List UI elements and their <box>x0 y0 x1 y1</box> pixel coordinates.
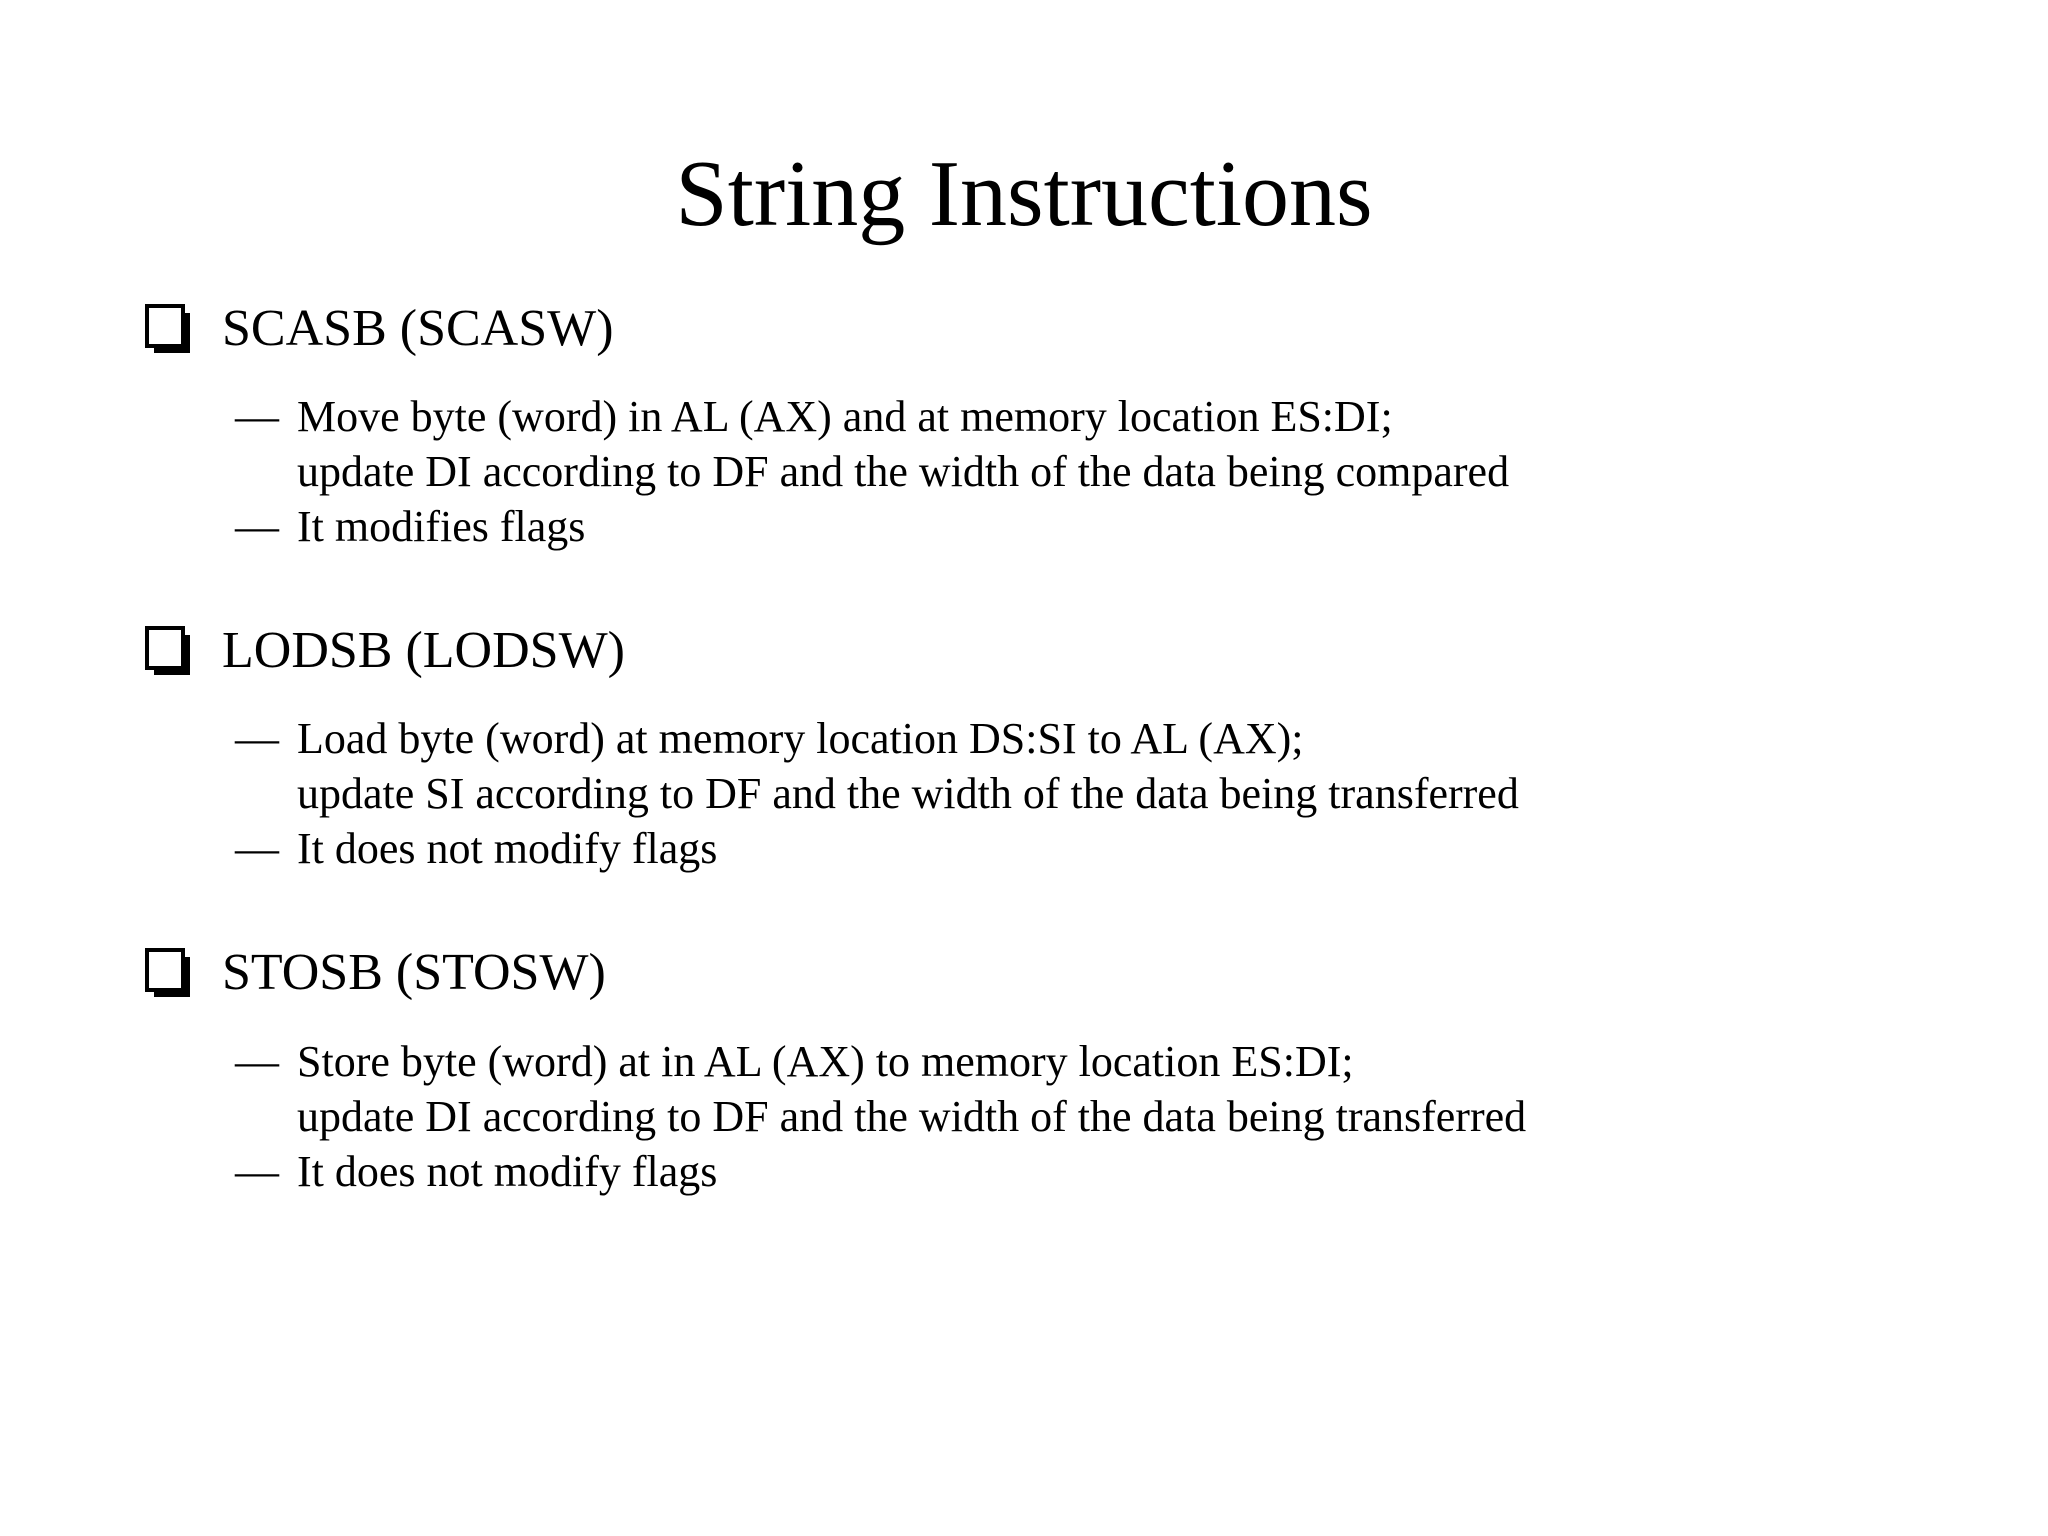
dash-bullet-icon: — <box>235 714 279 764</box>
section-lodsb: LODSB (LODSW) — Load byte (word) at memo… <box>145 622 1965 876</box>
text-line: update SI according to DF and the width … <box>297 769 1519 819</box>
section-scasb: SCASB (SCASW) — Move byte (word) in AL (… <box>145 300 1965 554</box>
text-line: update DI according to DF and the width … <box>297 1091 1527 1141</box>
dash-bullet-icon: — <box>235 1146 279 1196</box>
sub-bullet-list: — Load byte (word) at memory location DS… <box>235 711 1965 876</box>
sub-bullet: — Move byte (word) in AL (AX) and at mem… <box>235 389 1965 499</box>
sub-bullet: — It modifies flags <box>235 499 1965 554</box>
text-line: It does not modify flags <box>297 824 718 874</box>
sub-bullet-text: It does not modify flags <box>297 1144 1965 1199</box>
dash-bullet-icon: — <box>235 824 279 874</box>
sub-bullet: — It does not modify flags <box>235 1144 1965 1199</box>
text-line: It modifies flags <box>297 502 586 552</box>
sub-bullet: — Store byte (word) at in AL (AX) to mem… <box>235 1034 1965 1144</box>
dash-bullet-icon: — <box>235 502 279 552</box>
section-heading: STOSB (STOSW) <box>222 944 606 1002</box>
section-heading: LODSB (LODSW) <box>222 622 625 680</box>
sub-bullet-text: It does not modify flags <box>297 821 1965 876</box>
sub-bullet-list: — Store byte (word) at in AL (AX) to mem… <box>235 1034 1965 1199</box>
section-heading-row: STOSB (STOSW) <box>145 944 1965 1001</box>
text-line: Load byte (word) at memory location DS:S… <box>297 714 1304 764</box>
section-heading-row: SCASB (SCASW) <box>145 300 1965 357</box>
sub-bullet: — Load byte (word) at memory location DS… <box>235 711 1965 821</box>
sub-bullet-text: Store byte (word) at in AL (AX) to memor… <box>297 1034 1965 1144</box>
dash-bullet-icon: — <box>235 1036 279 1086</box>
shadowed-square-bullet-icon <box>145 947 185 992</box>
text-line: Move byte (word) in AL (AX) and at memor… <box>297 392 1393 442</box>
sub-bullet: — It does not modify flags <box>235 821 1965 876</box>
sub-bullet-text: It modifies flags <box>297 499 1965 554</box>
slide-title: String Instructions <box>675 142 1373 246</box>
shadowed-square-bullet-icon <box>145 303 185 348</box>
section-heading: SCASB (SCASW) <box>222 300 614 357</box>
text-line: It does not modify flags <box>297 1146 718 1196</box>
section-stosb: STOSB (STOSW) — Store byte (word) at in … <box>145 944 1965 1198</box>
section-heading-row: LODSB (LODSW) <box>145 622 1965 679</box>
sub-bullet-text: Move byte (word) in AL (AX) and at memor… <box>297 389 1965 499</box>
sub-bullet-text: Load byte (word) at memory location DS:S… <box>297 711 1965 821</box>
dash-bullet-icon: — <box>235 392 279 442</box>
slide-body: SCASB (SCASW) — Move byte (word) in AL (… <box>145 300 1965 1199</box>
text-line: Store byte (word) at in AL (AX) to memor… <box>297 1036 1354 1086</box>
sub-bullet-list: — Move byte (word) in AL (AX) and at mem… <box>235 389 1965 554</box>
text-line: update DI according to DF and the width … <box>297 447 1510 497</box>
shadowed-square-bullet-icon <box>145 625 185 670</box>
